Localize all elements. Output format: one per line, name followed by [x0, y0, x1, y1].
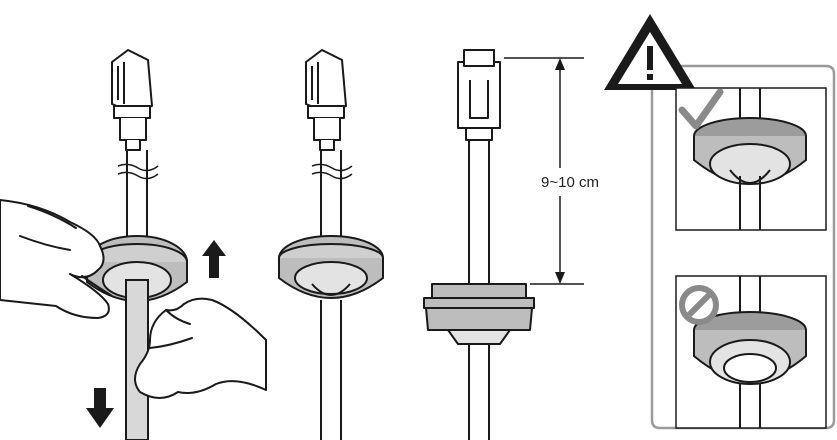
step-3-measure: 9~10 cm: [423, 49, 599, 440]
incorrect-gasket-seating: [675, 275, 827, 429]
check-mark-icon: [678, 88, 724, 130]
rj45-connector: [111, 49, 153, 151]
cable: [311, 150, 353, 440]
cable-upper: [117, 150, 159, 250]
rj45-connector: [305, 49, 347, 151]
right-hand: [134, 297, 267, 399]
cable: [468, 140, 490, 440]
dimension-label: 9~10 cm: [541, 174, 599, 191]
arrow-up-icon: [202, 240, 226, 278]
step-2-gasket-on-cable: [278, 49, 384, 440]
rj45-connector-side: [457, 49, 501, 141]
cable-gasket: [278, 235, 384, 299]
correct-gasket-seating: [675, 87, 827, 231]
cable-gasket-side: [423, 283, 535, 345]
prohibited-icon: [679, 285, 719, 325]
dimension-line: [504, 57, 584, 285]
warning-triangle-icon: [604, 14, 696, 90]
arrow-down-icon: [86, 388, 114, 428]
step-1-pull-cable: [0, 49, 267, 440]
left-hand: [0, 199, 113, 319]
warning-panel: [604, 14, 836, 430]
warning-frame: [650, 64, 836, 430]
